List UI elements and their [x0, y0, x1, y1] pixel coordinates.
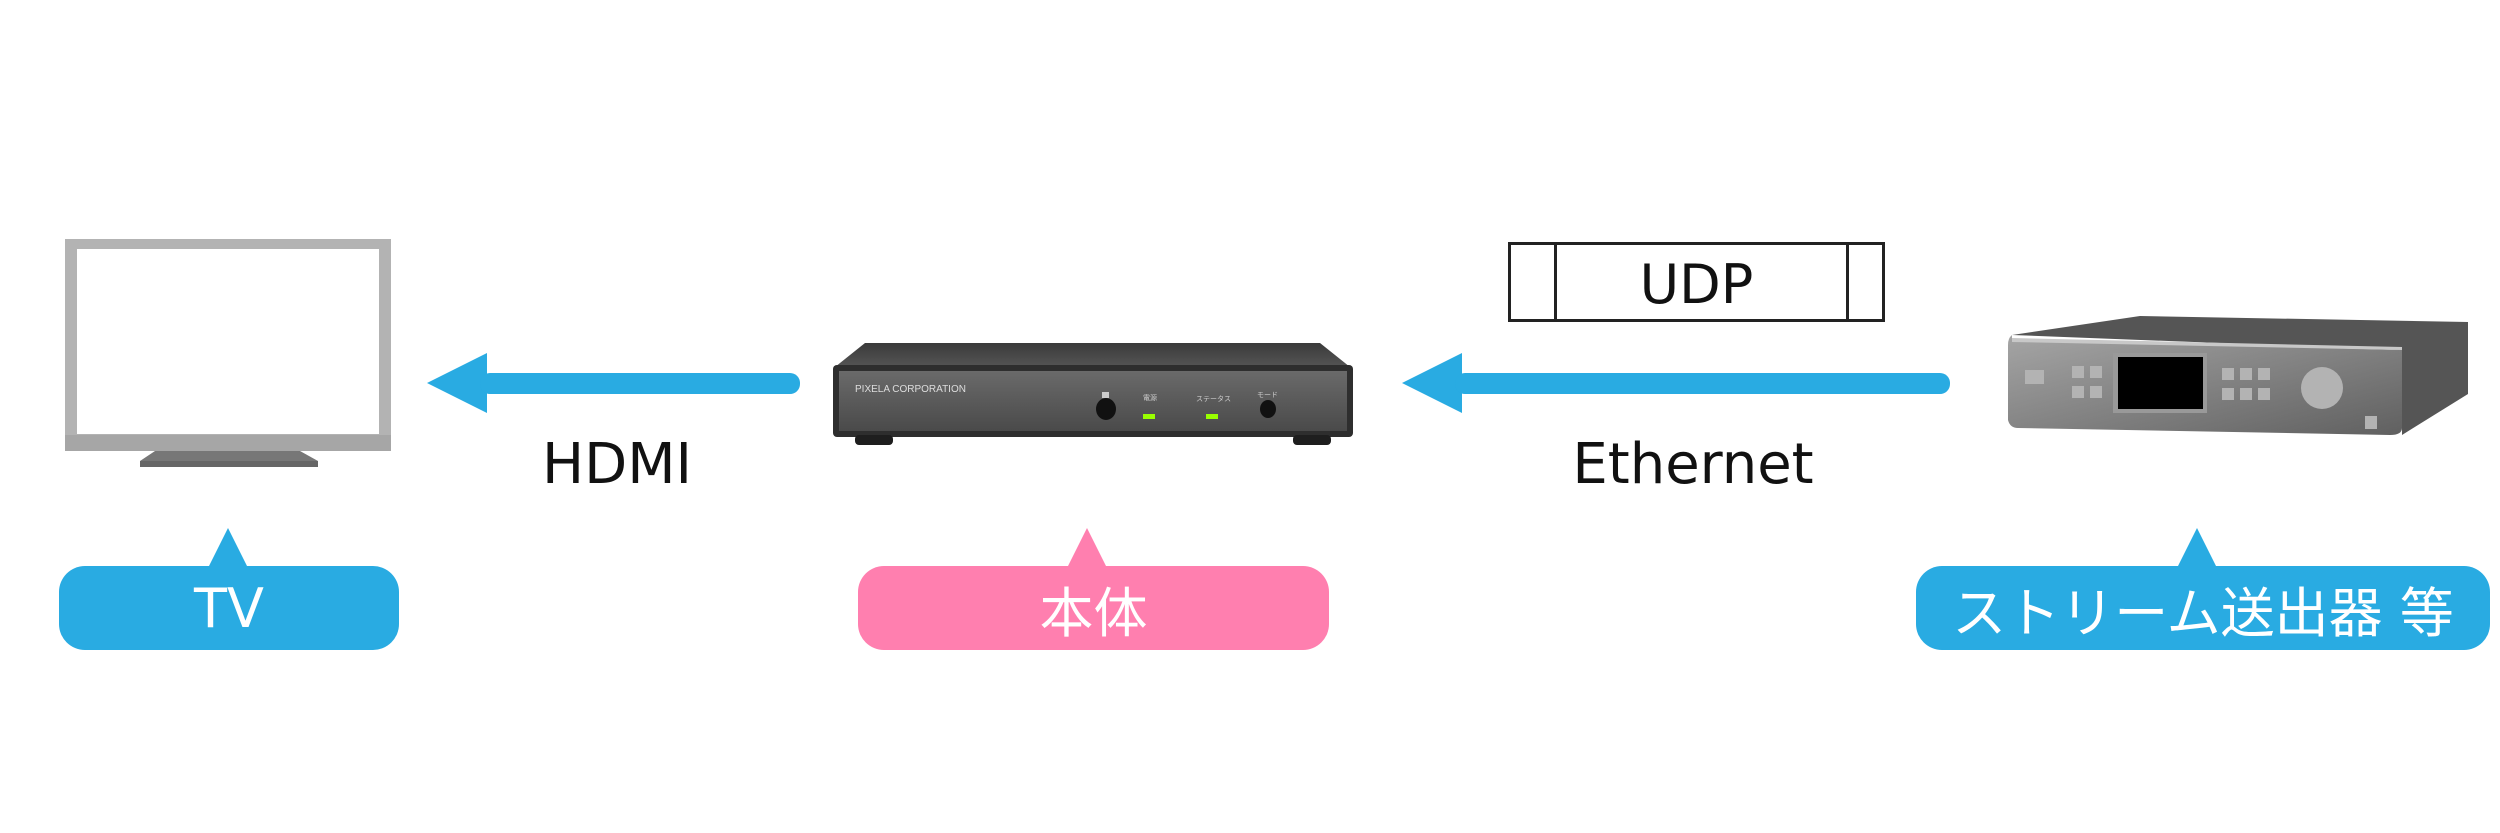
udp-label: UDP	[1639, 253, 1754, 316]
arrow-left-ethernet	[1402, 353, 1950, 413]
tv-icon	[65, 239, 391, 467]
display-screen	[2118, 357, 2203, 409]
callout-streamer-label: ストリーム送出器 等	[1952, 581, 2454, 645]
callout-streamer: ストリーム送出器 等	[1916, 566, 2490, 650]
udp-packet-box: UDP	[1508, 242, 1885, 322]
ethernet-label: Ethernet	[1572, 432, 1814, 497]
status-label: ステータス	[1196, 394, 1231, 403]
callout-main-unit-label: 本体	[1039, 581, 1148, 645]
main-unit-device: PIXELA CORPORATION 電源 ステータス モード	[833, 343, 1353, 445]
callout-main-unit: 本体	[858, 566, 1329, 650]
mode-label: モード	[1257, 391, 1278, 399]
stream-sender-device	[2008, 316, 2468, 435]
hdmi-label: HDMI	[541, 432, 693, 497]
power-button[interactable]	[1096, 398, 1116, 420]
arrow-left-hdmi	[427, 353, 800, 413]
status-led	[1206, 414, 1218, 419]
mode-button[interactable]	[1260, 400, 1276, 418]
power-label: 電源	[1143, 393, 1157, 402]
dial-knob	[2301, 367, 2343, 409]
callout-tv: TV	[59, 566, 399, 650]
power-led	[1143, 414, 1155, 419]
brand-text: PIXELA CORPORATION	[855, 384, 966, 395]
callout-tv-label: TV	[194, 576, 264, 640]
